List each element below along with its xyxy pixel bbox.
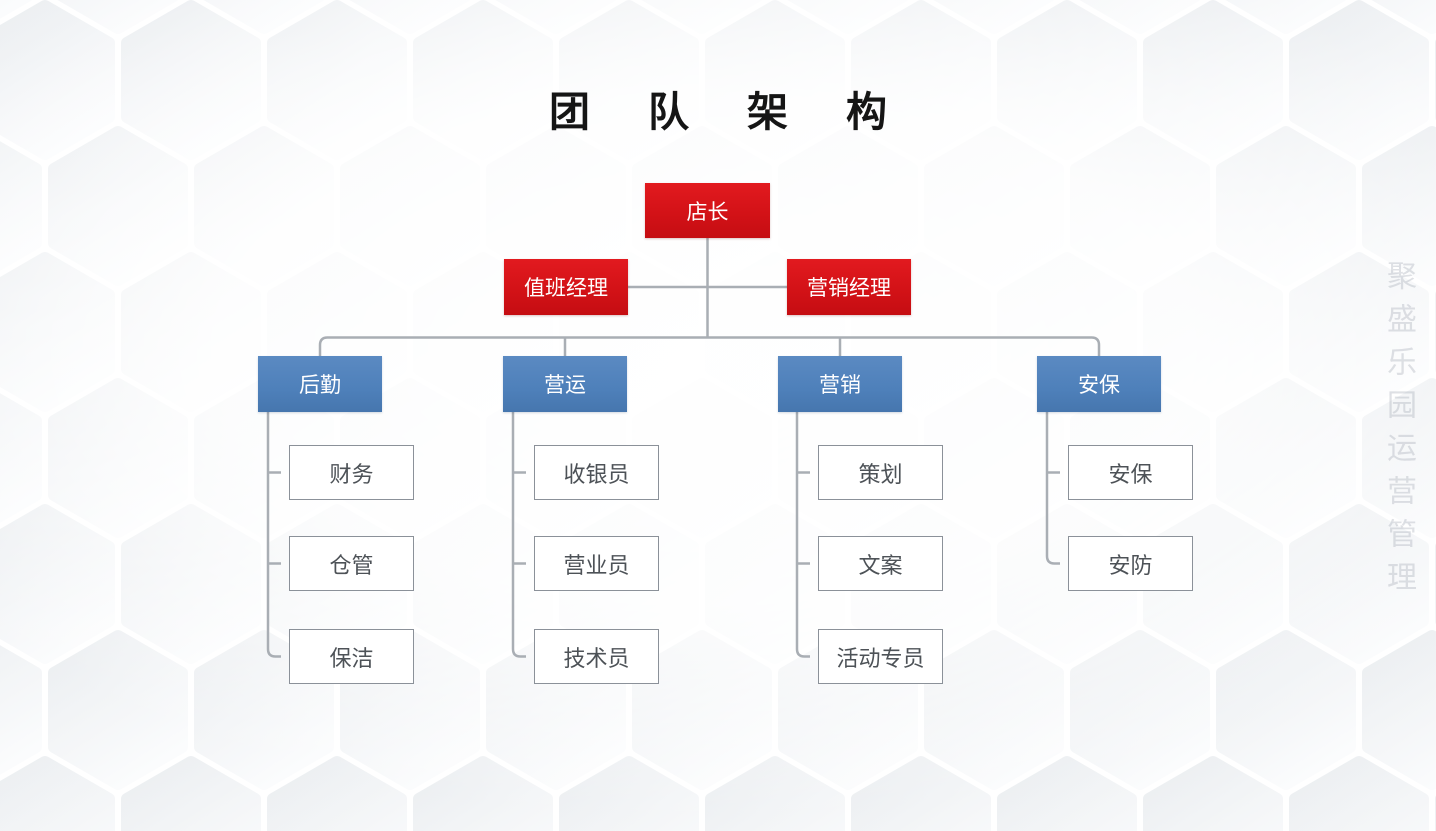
- org-node-dept-operations: 营运: [503, 356, 627, 412]
- org-node-label: 营业员: [563, 552, 630, 578]
- org-node-security-guard: 安保: [1068, 445, 1193, 500]
- org-node-event-specialist: 活动专员: [818, 629, 943, 684]
- org-node-label: 营销经理: [807, 277, 891, 300]
- org-node-label: 店长: [686, 200, 729, 224]
- org-node-dept-security: 安保: [1037, 356, 1161, 412]
- page-title: 团队架构: [549, 89, 945, 135]
- org-node-store-manager: 店长: [645, 183, 770, 238]
- org-node-duty-manager: 值班经理: [504, 259, 628, 315]
- org-node-label: 安防: [1108, 552, 1153, 578]
- org-node-cleaning: 保洁: [289, 629, 414, 684]
- org-node-cashier: 收银员: [534, 445, 659, 500]
- org-node-warehouse: 仓管: [289, 536, 414, 591]
- org-node-planning: 策划: [818, 445, 943, 500]
- org-node-label: 保洁: [329, 645, 374, 671]
- org-node-label: 财务: [329, 461, 374, 487]
- org-node-label: 策划: [858, 461, 903, 487]
- org-node-label: 文案: [858, 552, 903, 578]
- org-node-label: 技术员: [563, 645, 630, 671]
- org-node-label: 营销: [819, 374, 861, 397]
- org-node-marketing-manager: 营销经理: [787, 259, 911, 315]
- org-node-salesclerk: 营业员: [534, 536, 659, 591]
- org-node-technician: 技术员: [534, 629, 659, 684]
- org-node-dept-logistics: 后勤: [258, 356, 382, 412]
- org-node-label: 安保: [1108, 461, 1153, 487]
- org-node-finance: 财务: [289, 445, 414, 500]
- org-node-copywriting: 文案: [818, 536, 943, 591]
- org-node-label: 安保: [1078, 374, 1120, 397]
- org-node-label: 活动专员: [836, 645, 925, 671]
- org-node-dept-marketing: 营销: [778, 356, 902, 412]
- org-node-label: 仓管: [329, 552, 374, 578]
- org-node-label: 收银员: [563, 461, 630, 487]
- org-node-security-systems: 安防: [1068, 536, 1193, 591]
- org-node-label: 营运: [544, 374, 586, 397]
- org-node-label: 值班经理: [524, 277, 608, 300]
- org-node-label: 后勤: [299, 374, 341, 397]
